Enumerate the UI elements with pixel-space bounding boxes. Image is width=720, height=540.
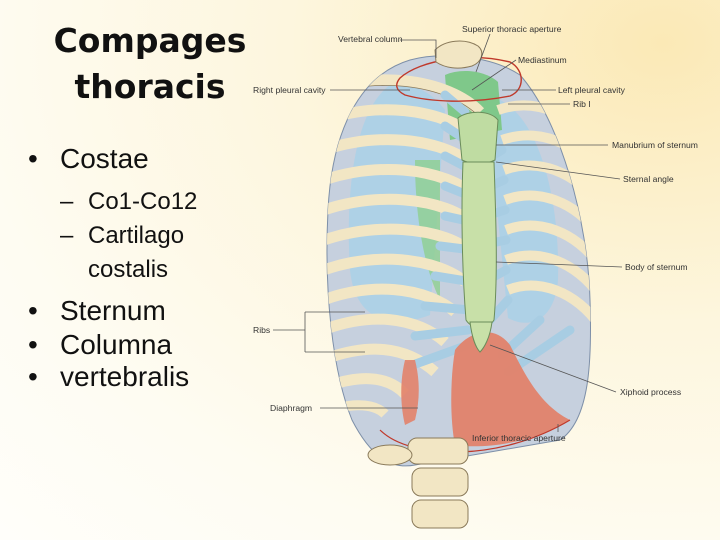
label-body-of-sternum: Body of sternum xyxy=(625,262,688,272)
title-line-2: thoracis xyxy=(30,64,270,110)
vertebra-top xyxy=(435,41,482,68)
slide-title: Compages thoracis xyxy=(30,18,270,110)
label-mediastinum: Mediastinum xyxy=(518,55,567,65)
label-sternal-angle: Sternal angle xyxy=(623,174,674,184)
lumbar-vertebrae xyxy=(368,438,468,528)
sub-bullet-dash: – xyxy=(60,185,73,219)
label-right-pleural-cavity: Right pleural cavity xyxy=(253,85,326,95)
label-xiphoid-process: Xiphoid process xyxy=(620,387,681,397)
label-manubrium-of-sternum: Manubrium of sternum xyxy=(612,140,698,150)
label-vertebral-column: Vertebral column xyxy=(338,34,403,44)
label-superior-thoracic-aperture: Superior thoracic aperture xyxy=(462,24,562,34)
label-left-pleural-cavity: Left pleural cavity xyxy=(558,85,626,95)
label-inferior-thoracic-aperture: Inferior thoracic aperture xyxy=(472,433,566,443)
label-ribs: Ribs xyxy=(253,325,270,335)
sub-bullet-dash: – xyxy=(60,219,73,253)
title-line-1: Compages xyxy=(30,18,270,64)
sternum-body xyxy=(462,162,496,328)
label-diaphragm: Diaphragm xyxy=(270,403,312,413)
manubrium xyxy=(458,112,498,164)
thorax-illustration: Vertebral column Superior thoracic apert… xyxy=(240,0,710,540)
label-rib-i: Rib I xyxy=(573,99,591,109)
